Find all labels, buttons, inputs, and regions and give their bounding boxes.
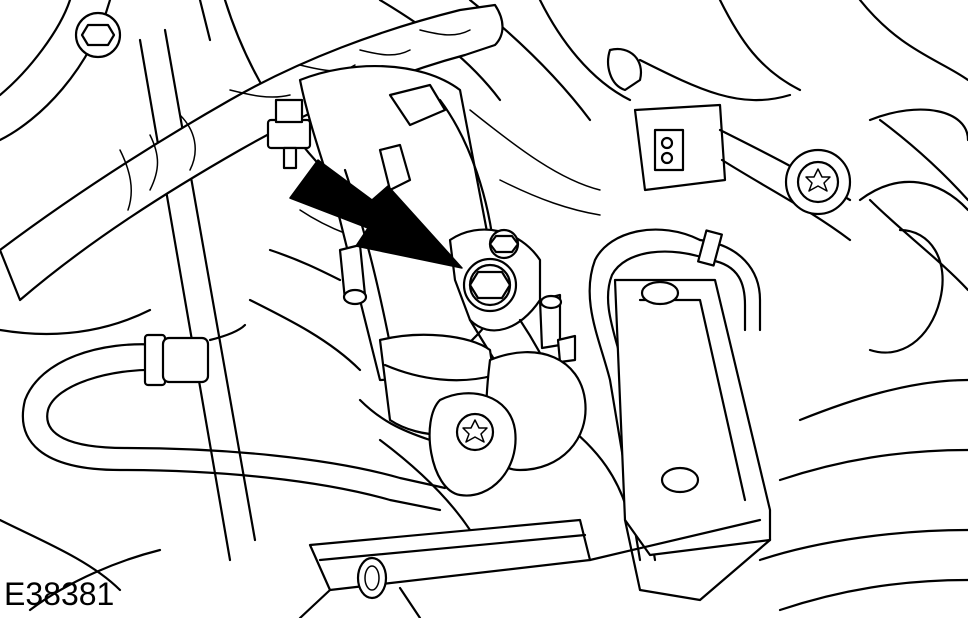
support-plate [613, 278, 772, 602]
metal-pipe [588, 228, 762, 562]
cable-tie [607, 47, 792, 102]
callout-arrow [289, 159, 463, 269]
pipe-stubs [338, 243, 577, 364]
right-housing [858, 108, 968, 354]
bottom-rail [298, 518, 762, 618]
nut-upper [488, 228, 520, 260]
nut [462, 257, 518, 313]
figure-reference-code: E38381 [4, 576, 115, 612]
lower-hose [21, 323, 447, 512]
torx-bolt-lower [428, 392, 517, 497]
torx-bolt-right [784, 148, 852, 216]
solid-arrow-icon [289, 159, 463, 269]
top-left-bolt [74, 11, 122, 59]
upper-stud [266, 98, 312, 170]
